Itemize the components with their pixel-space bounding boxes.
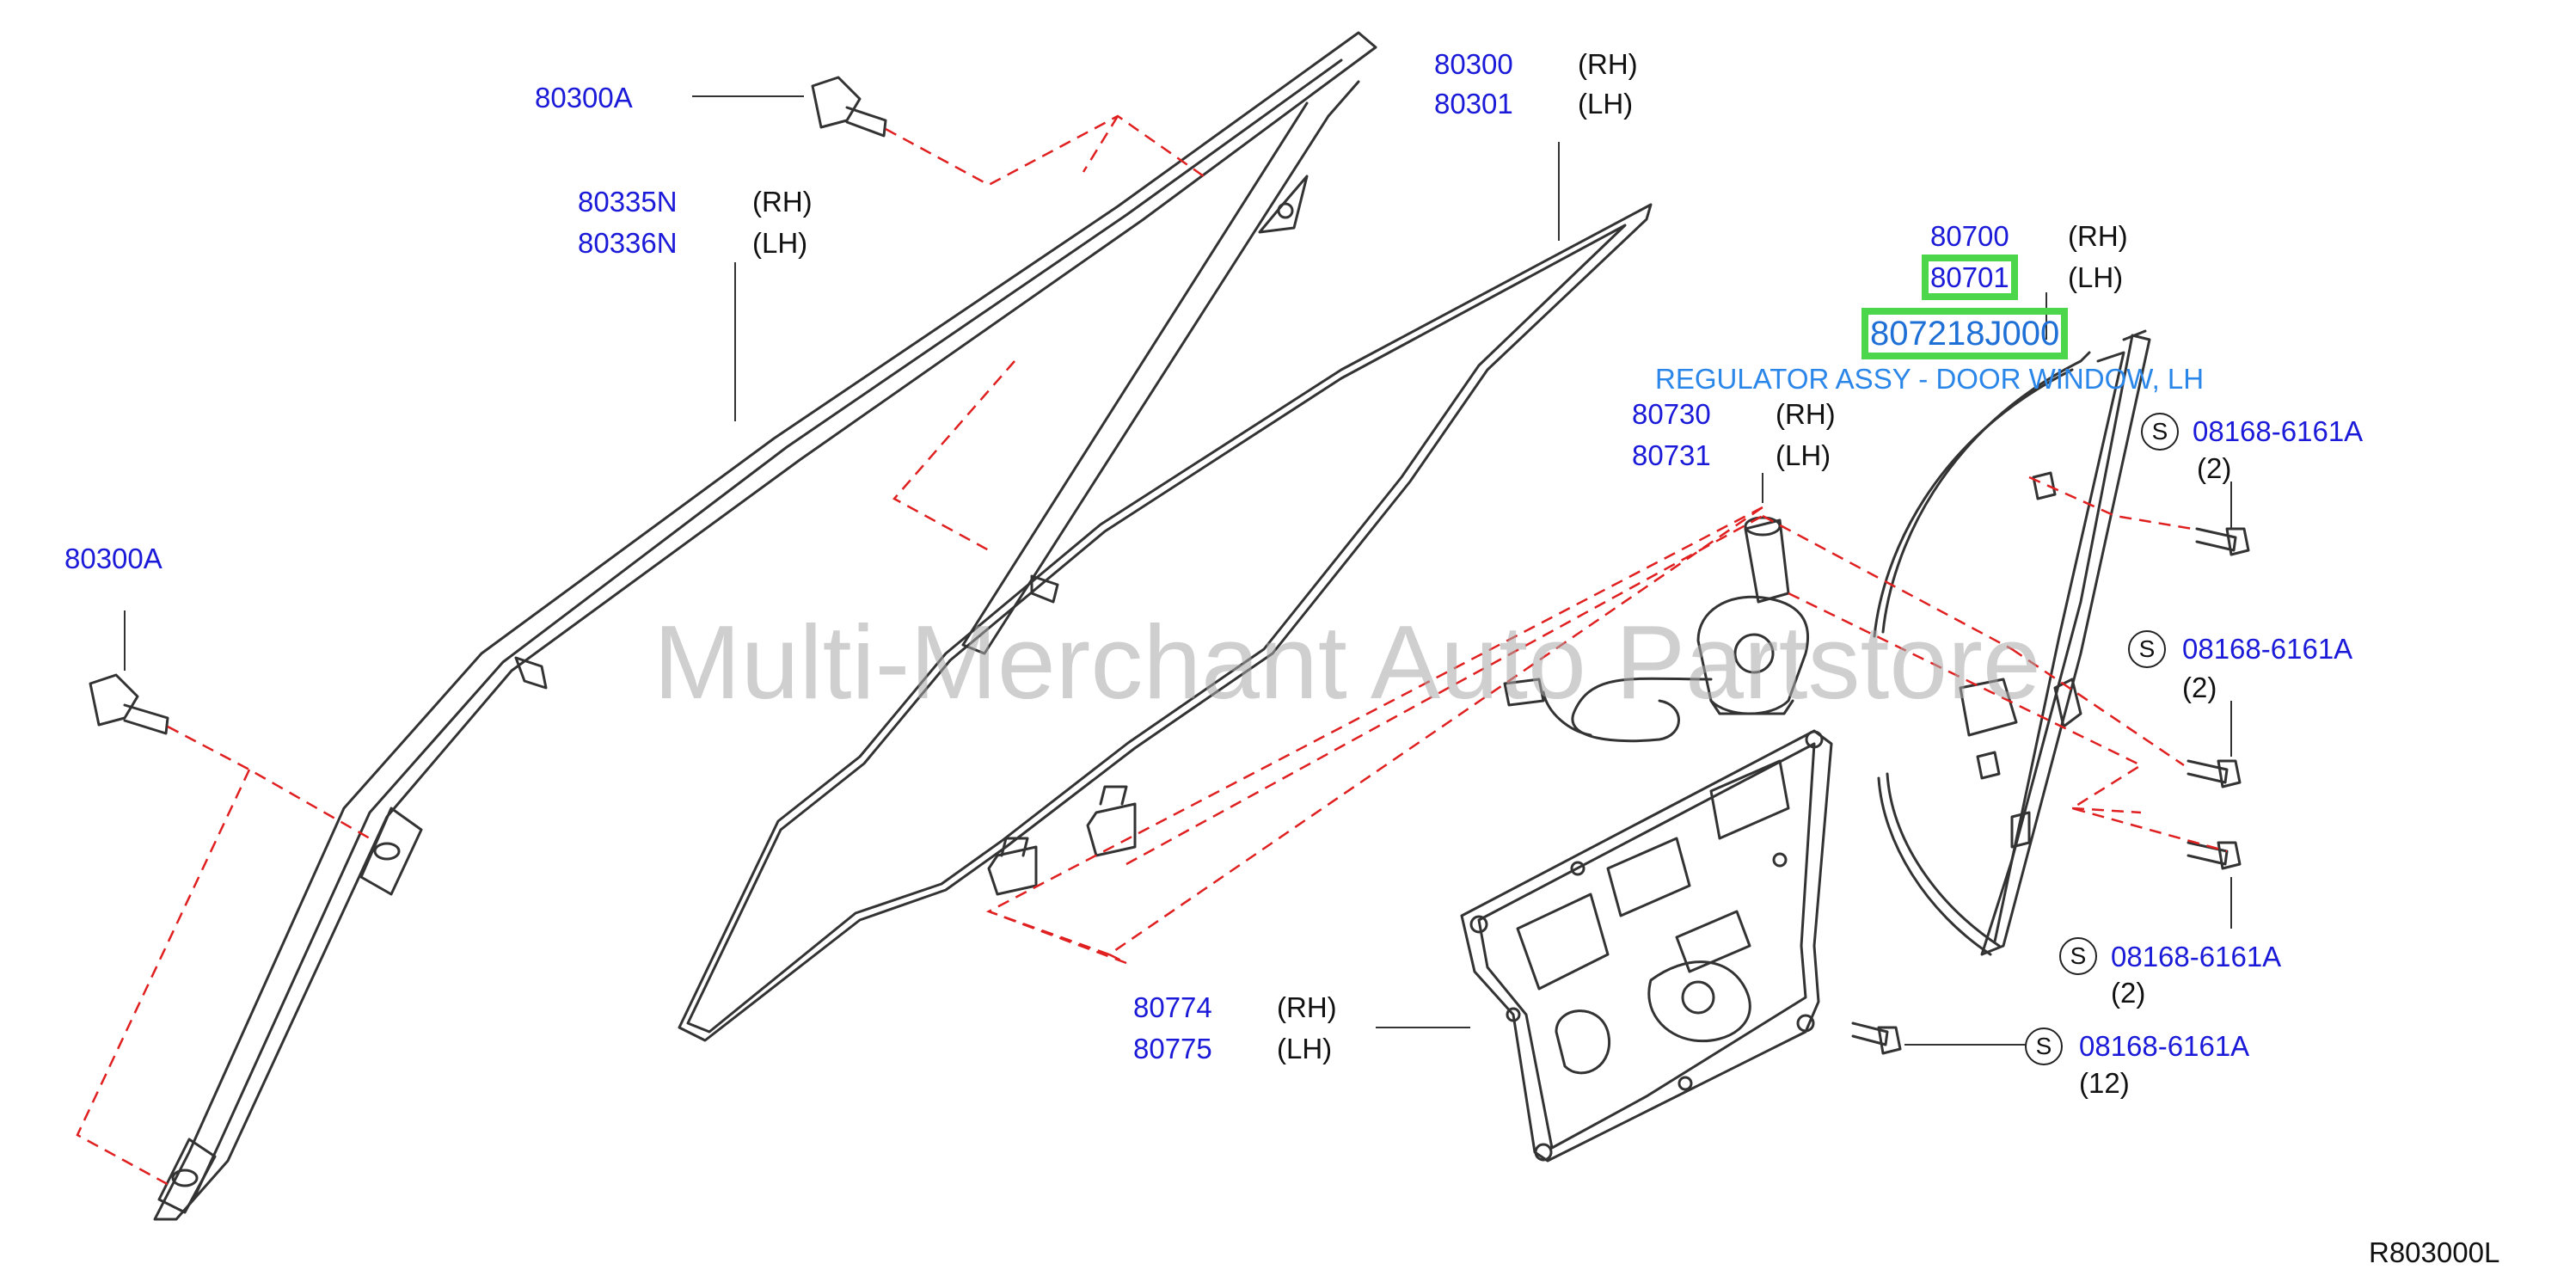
part-label-regulator-lh[interactable]: 80701 (1922, 255, 2018, 300)
part-label-panel-rh[interactable]: 80774 (1133, 991, 1212, 1023)
bolt-regulator-1 (2195, 527, 2250, 556)
part-label-glass-rh[interactable]: 80300 (1434, 48, 1513, 80)
part-label-80300a-top[interactable]: 80300A (535, 82, 633, 113)
s-symbol-icon: S (2128, 630, 2166, 668)
part-label-sash-lh[interactable]: 80336N (578, 227, 678, 259)
side-tag-panel-lh: (LH) (1277, 1033, 1333, 1064)
bolt-sash-top (811, 76, 887, 138)
s-symbol-icon: S (2059, 937, 2097, 975)
door-sash (153, 31, 1377, 1221)
bolt-qty-3: (2) (2111, 977, 2146, 1009)
part-label-sash-rh[interactable]: 80335N (578, 186, 678, 218)
reference-code: R803000L (2369, 1236, 2500, 1268)
leader-lines (124, 95, 2232, 1046)
bolt-qty-4: (12) (2079, 1067, 2130, 1099)
bolt-panel (1851, 1021, 1902, 1055)
side-tag-motor-rh: (RH) (1776, 398, 1836, 430)
part-label-motor-lh[interactable]: 80731 (1632, 439, 1711, 471)
bolt-label-2[interactable]: 08168-6161A (2182, 633, 2353, 665)
side-tag-regulator-rh: (RH) (2068, 220, 2128, 252)
part-label-80300a-left[interactable]: 80300A (64, 543, 163, 574)
side-tag-sash-lh: (LH) (752, 227, 808, 259)
bolt-regulator-3 (2187, 841, 2242, 870)
side-tag-sash-rh: (RH) (752, 186, 813, 218)
part-label-glass-lh[interactable]: 80301 (1434, 88, 1513, 120)
side-tag-motor-lh: (LH) (1776, 439, 1831, 471)
assembly-lines (76, 114, 2228, 1188)
bolt-label-1[interactable]: 08168-6161A (2193, 415, 2364, 447)
module-panel (1460, 729, 1833, 1163)
s-symbol-icon: S (2025, 1028, 2063, 1065)
callout-description: REGULATOR ASSY - DOOR WINDOW, LH (1655, 363, 2205, 395)
s-symbol-icon: S (2141, 413, 2179, 451)
bolt-qty-1: (2) (2197, 452, 2232, 484)
part-label-panel-lh[interactable]: 80775 (1133, 1033, 1212, 1064)
part-label-motor-rh[interactable]: 80730 (1632, 398, 1711, 430)
bolt-regulator-2 (2187, 759, 2242, 788)
bolt-qty-2: (2) (2182, 672, 2217, 703)
side-tag-glass-rh: (RH) (1578, 48, 1638, 80)
bolt-sash-left (89, 673, 169, 735)
side-tag-glass-lh: (LH) (1578, 88, 1634, 120)
callout-part-number[interactable]: 807218J000 (1861, 308, 2069, 359)
door-glass (678, 203, 1653, 1042)
window-regulator (1873, 329, 2151, 956)
bolt-label-3[interactable]: 08168-6161A (2111, 941, 2282, 972)
part-label-regulator-rh[interactable]: 80700 (1930, 220, 2009, 252)
bolt-label-4[interactable]: 08168-6161A (2079, 1030, 2250, 1062)
side-tag-panel-rh: (RH) (1277, 991, 1337, 1023)
regulator-motor (1503, 516, 1810, 743)
side-tag-regulator-lh: (LH) (2068, 261, 2124, 293)
